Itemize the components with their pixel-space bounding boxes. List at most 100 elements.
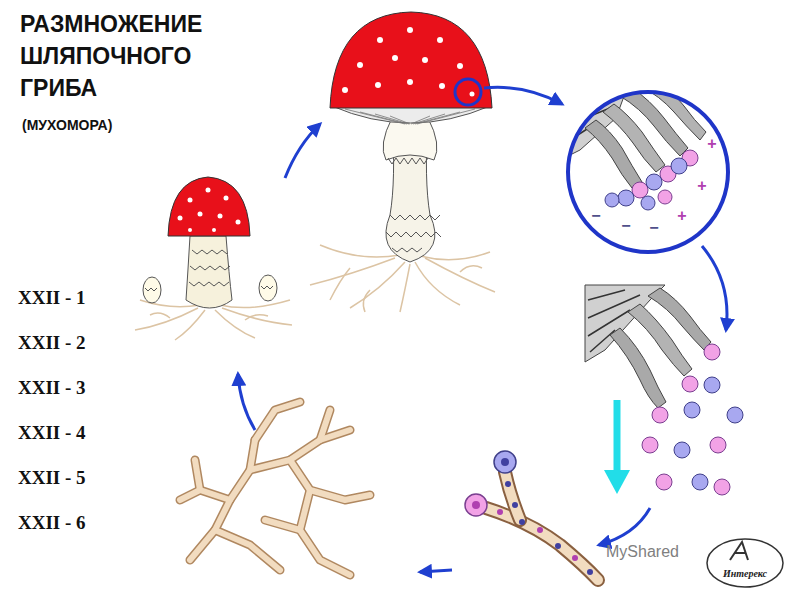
young-mushroom [261, 286, 273, 289]
cycle-arrow [484, 87, 562, 104]
germinating-spores [505, 481, 511, 487]
young-mushroom [218, 214, 223, 219]
mature-mushroom [470, 92, 475, 97]
germinating-spores [472, 501, 480, 509]
cycle-arrow [702, 246, 727, 330]
young-mushroom [188, 198, 193, 203]
mycelium-network [255, 402, 300, 440]
figure-number: XXII - 6 [18, 513, 86, 534]
subtitle: (МУХОМОРА) [22, 118, 112, 133]
figure-number: XXII - 5 [18, 468, 86, 489]
basidia-zoom [658, 190, 672, 204]
mycelium-threads [310, 258, 395, 285]
figure-number: XXII - 1 [18, 288, 86, 309]
mycelium-network [300, 490, 350, 575]
young-mushroom [198, 212, 203, 217]
germinating-spores [537, 527, 543, 533]
mycelium-threads [420, 252, 490, 260]
charge-sign: + [677, 207, 686, 225]
charge-sign: − [621, 217, 630, 235]
mature-mushroom [457, 63, 463, 69]
germinating-spores [486, 508, 598, 580]
mature-mushroom [345, 109, 475, 124]
mature-mushroom [377, 37, 383, 43]
mature-mushroom [386, 215, 441, 252]
mature-mushroom [375, 82, 381, 88]
germinating-spores [494, 451, 516, 473]
spore-release [614, 400, 621, 472]
germinating-spores [465, 451, 598, 580]
mature-mushroom [422, 57, 428, 63]
logo-text: Интерекс [723, 568, 767, 579]
mycelium-network [215, 530, 280, 570]
publisher-logo [707, 539, 783, 587]
spore-release [684, 402, 700, 418]
mature-mushroom [439, 83, 445, 89]
charge-sign: − [649, 219, 658, 237]
basidia-zoom [605, 193, 619, 207]
mycelium-network [290, 460, 370, 500]
germinating-spores [519, 519, 525, 525]
mycelium-network [250, 430, 350, 470]
basidia-zoom [568, 92, 728, 252]
mycelium-network [195, 460, 200, 490]
spore-release [652, 407, 668, 423]
mycelium-network [300, 490, 350, 575]
mycelium-threads [320, 245, 400, 257]
young-mushroom [186, 236, 232, 308]
germinating-spores [501, 458, 509, 466]
spore-release [674, 442, 690, 458]
mature-mushroom [342, 87, 348, 93]
mycelium-threads [150, 313, 170, 318]
basidia-zoom [618, 190, 634, 206]
mycelium-network [265, 520, 300, 530]
germinating-spores [505, 472, 520, 520]
basidia-zoom [671, 158, 687, 174]
mature-mushroom [388, 158, 428, 164]
spore-release [692, 474, 708, 490]
mycelium-threads [425, 258, 495, 292]
mature-mushroom [357, 62, 363, 68]
young-mushroom [178, 216, 183, 221]
spore-release [714, 479, 730, 495]
mycelium-threads [363, 290, 370, 312]
mature-mushroom [437, 37, 443, 43]
mycelium-network [290, 460, 370, 500]
mycelium-network [250, 430, 350, 470]
mycelium-threads [350, 262, 405, 308]
young-mushroom [188, 228, 192, 232]
watermark: MyShared [606, 543, 679, 561]
mature-mushroom [407, 79, 413, 85]
mature-mushroom [330, 12, 492, 108]
young-mushroom [259, 275, 277, 301]
cycle-arrow [238, 374, 255, 430]
mature-mushroom [407, 27, 413, 33]
mycelium-threads [245, 315, 268, 320]
mature-mushroom [455, 79, 481, 105]
figure-number: XXII - 3 [18, 378, 86, 399]
spore-release [682, 376, 698, 392]
germinating-spores [512, 502, 518, 508]
spore-release [704, 344, 720, 360]
mature-mushroom [392, 55, 398, 61]
mycelium-threads [330, 268, 350, 300]
spore-release [727, 407, 743, 423]
young-mushroom [224, 196, 229, 201]
young-mushroom [212, 228, 216, 232]
publisher-logo [730, 542, 748, 560]
mycelium-network [180, 490, 230, 500]
young-mushroom [143, 177, 277, 308]
mycelium-threads [135, 308, 198, 330]
germinating-spores [555, 543, 561, 549]
mycelium-threads [400, 264, 410, 312]
spore-release [585, 285, 743, 495]
basidia-zoom [641, 196, 655, 210]
charge-sign: + [697, 177, 706, 195]
mycelium-network [255, 402, 300, 440]
publisher-logo [707, 539, 783, 587]
basidia-zoom [560, 78, 728, 252]
spore-release [642, 437, 658, 453]
germinating-spores [465, 494, 487, 516]
